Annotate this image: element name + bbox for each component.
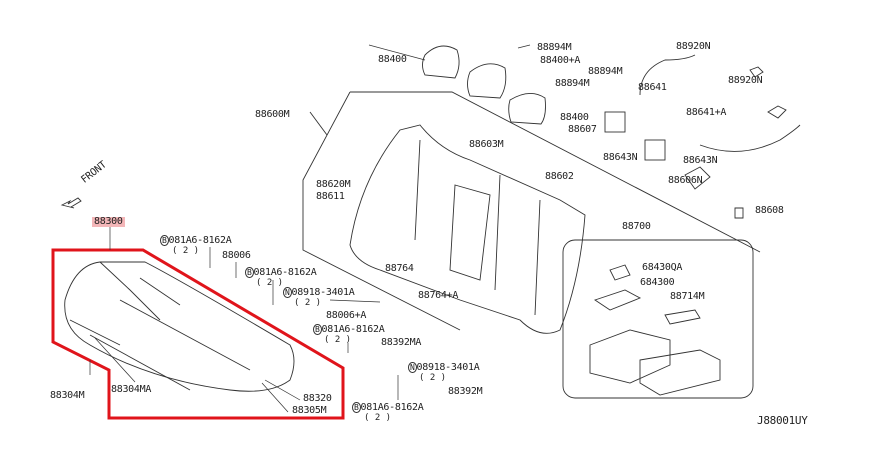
bolt-qty: ( 2 ) [324, 335, 352, 345]
part-label[interactable]: 88006 [222, 250, 251, 261]
part-label[interactable]: 88643N [683, 155, 718, 166]
nut-qty: ( 2 ) [419, 373, 447, 383]
armrest-part [589, 329, 721, 396]
part-label[interactable]: 88400 [378, 54, 407, 65]
part-label[interactable]: 88620M [316, 179, 351, 190]
part-label[interactable]: 88304MA [111, 384, 152, 395]
part-label[interactable]: 88608 [755, 205, 784, 216]
part-label[interactable]: 88006+A [326, 310, 367, 321]
part-label[interactable]: 88894M [588, 66, 623, 77]
part-label[interactable]: 88714M [670, 291, 705, 302]
part-label[interactable]: 88304M [50, 390, 85, 401]
part-label[interactable]: 88641+A [686, 107, 727, 118]
part-label[interactable]: 88400 [560, 112, 589, 123]
seatback-part [349, 124, 586, 334]
part-label[interactable]: 684300 [640, 277, 675, 288]
part-label[interactable]: 88320 [303, 393, 332, 404]
nut-n-icon: N [408, 362, 417, 373]
part-label[interactable]: 88400+A [540, 55, 581, 66]
bolt-qty: ( 2 ) [256, 278, 284, 288]
part-label[interactable]: 88611 [316, 191, 345, 202]
headrest-part [467, 63, 507, 99]
part-label[interactable]: 88894M [555, 78, 590, 89]
part-label[interactable]: 88764 [385, 263, 414, 274]
bolt-qty: ( 2 ) [364, 413, 392, 423]
part-label[interactable]: 88606N [668, 175, 703, 186]
part-label[interactable]: 88607 [568, 124, 597, 135]
part-label[interactable]: 68430QA [642, 262, 683, 273]
front-arrow-icon [60, 197, 82, 209]
headrest-part [508, 93, 546, 125]
headrest-part [422, 45, 460, 79]
part-label[interactable]: 88894M [537, 42, 572, 53]
armrest-group-box [562, 239, 754, 399]
part-label[interactable]: 88600M [255, 109, 290, 120]
part-label-highlighted[interactable]: 88300 [92, 216, 125, 227]
part-label[interactable]: 88920N [676, 41, 711, 52]
part-label[interactable]: 88603M [469, 139, 504, 150]
seat-cushion-part [64, 261, 295, 392]
bolt-b-icon: B [160, 235, 169, 246]
part-label[interactable]: 88643N [603, 152, 638, 163]
part-label[interactable]: 88305M [292, 405, 327, 416]
bolt-b-icon: B [245, 267, 254, 278]
part-label[interactable]: 88602 [545, 171, 574, 182]
part-label[interactable]: 88641 [638, 82, 667, 93]
seatback-outline [350, 91, 761, 253]
part-label[interactable]: 88920N [728, 75, 763, 86]
diagram-code: J88001UY [757, 414, 808, 427]
bolt-qty: ( 2 ) [172, 246, 200, 256]
nut-qty: ( 2 ) [294, 298, 322, 308]
part-label[interactable]: 88700 [622, 221, 651, 232]
part-label[interactable]: 88764+A [418, 290, 459, 301]
bolt-b-icon: B [313, 324, 322, 335]
seat-cushion-highlight [51, 248, 345, 420]
bolt-b-icon: B [352, 402, 361, 413]
nut-n-icon: N [283, 287, 292, 298]
part-label[interactable]: 88392M [448, 386, 483, 397]
part-label[interactable]: 88392MA [381, 337, 422, 348]
